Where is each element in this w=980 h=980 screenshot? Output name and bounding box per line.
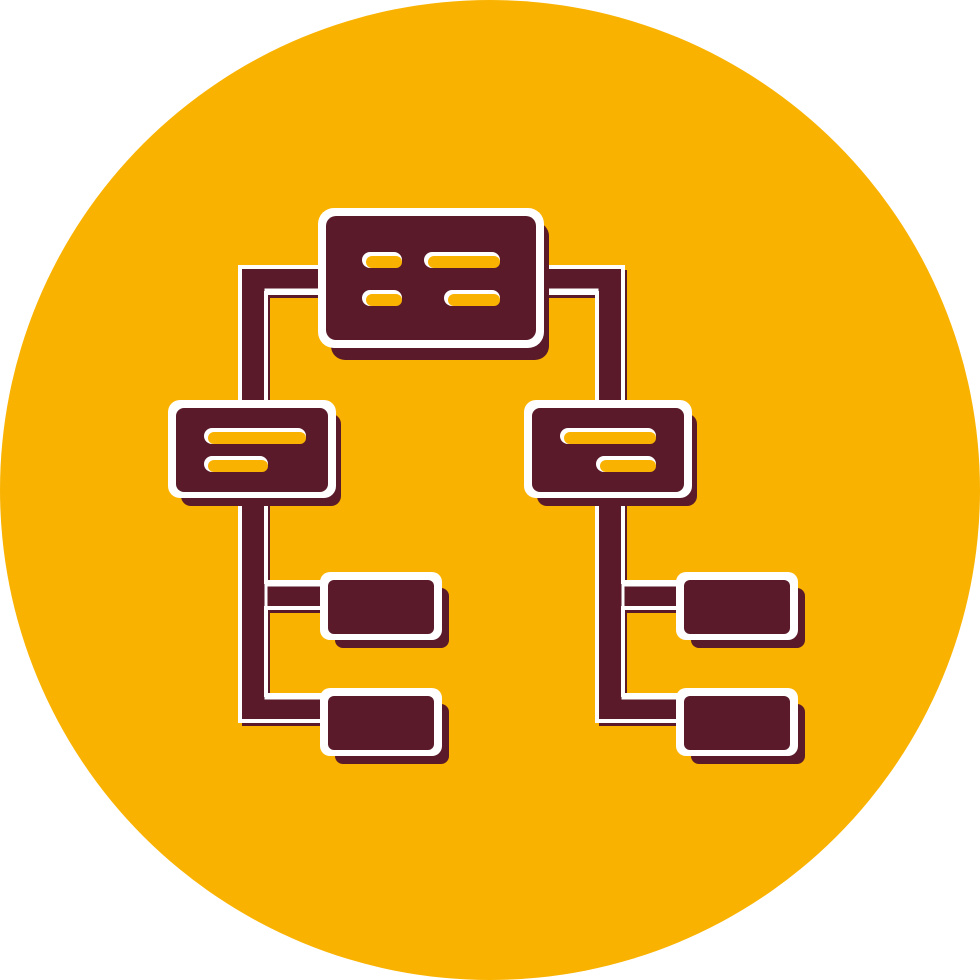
right-leaf-node-1 [676,572,805,648]
left-leaf-node-2 [320,688,449,764]
connector-lines [238,265,703,726]
left-leaf-node-1 [320,572,449,648]
root-node-text-lines [362,252,500,306]
left-branch-node [168,400,341,506]
right-leaf-node-2 [676,688,805,764]
root-node [318,208,549,360]
right-branch-node [524,400,697,506]
